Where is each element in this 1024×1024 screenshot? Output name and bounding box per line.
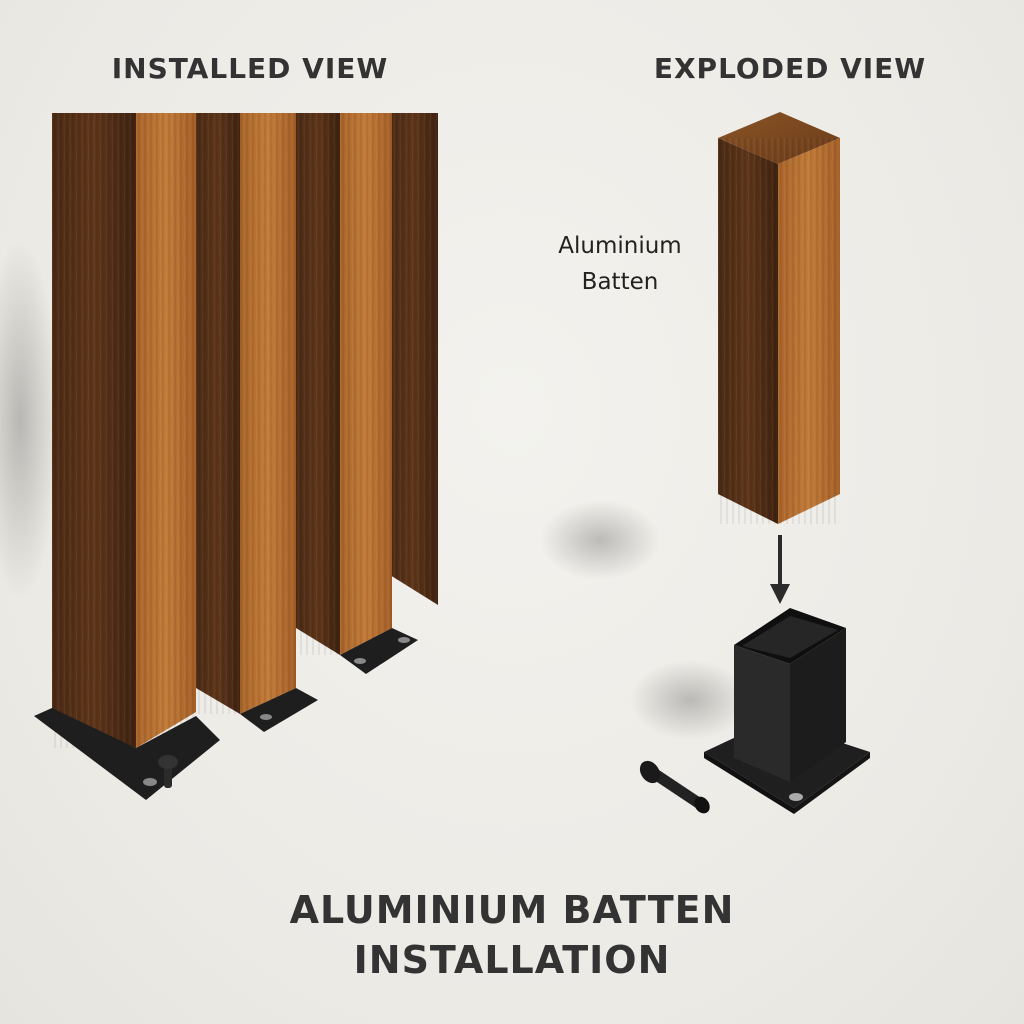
installed-view-heading: INSTALLED VIEW <box>111 52 389 85</box>
main-title: ALUMINIUM BATTEN INSTALLATION <box>262 885 762 985</box>
main-title-line2: INSTALLATION <box>353 938 671 982</box>
exploded-batten <box>718 112 840 524</box>
batten-label-line1: Aluminium <box>558 233 682 259</box>
exploded-view-heading: EXPLODED VIEW <box>653 52 927 85</box>
shadow <box>630 660 750 740</box>
shadow <box>0 240 60 600</box>
post-base-bracket <box>704 608 870 814</box>
batten-label: Aluminium Batten <box>530 228 710 300</box>
installed-battens <box>34 113 438 800</box>
batten-label-line2: Batten <box>581 269 659 295</box>
mounting-bolt <box>639 760 710 814</box>
down-arrow-icon <box>770 535 790 604</box>
main-title-line1: ALUMINIUM BATTEN <box>289 888 735 932</box>
shadow <box>540 500 660 580</box>
